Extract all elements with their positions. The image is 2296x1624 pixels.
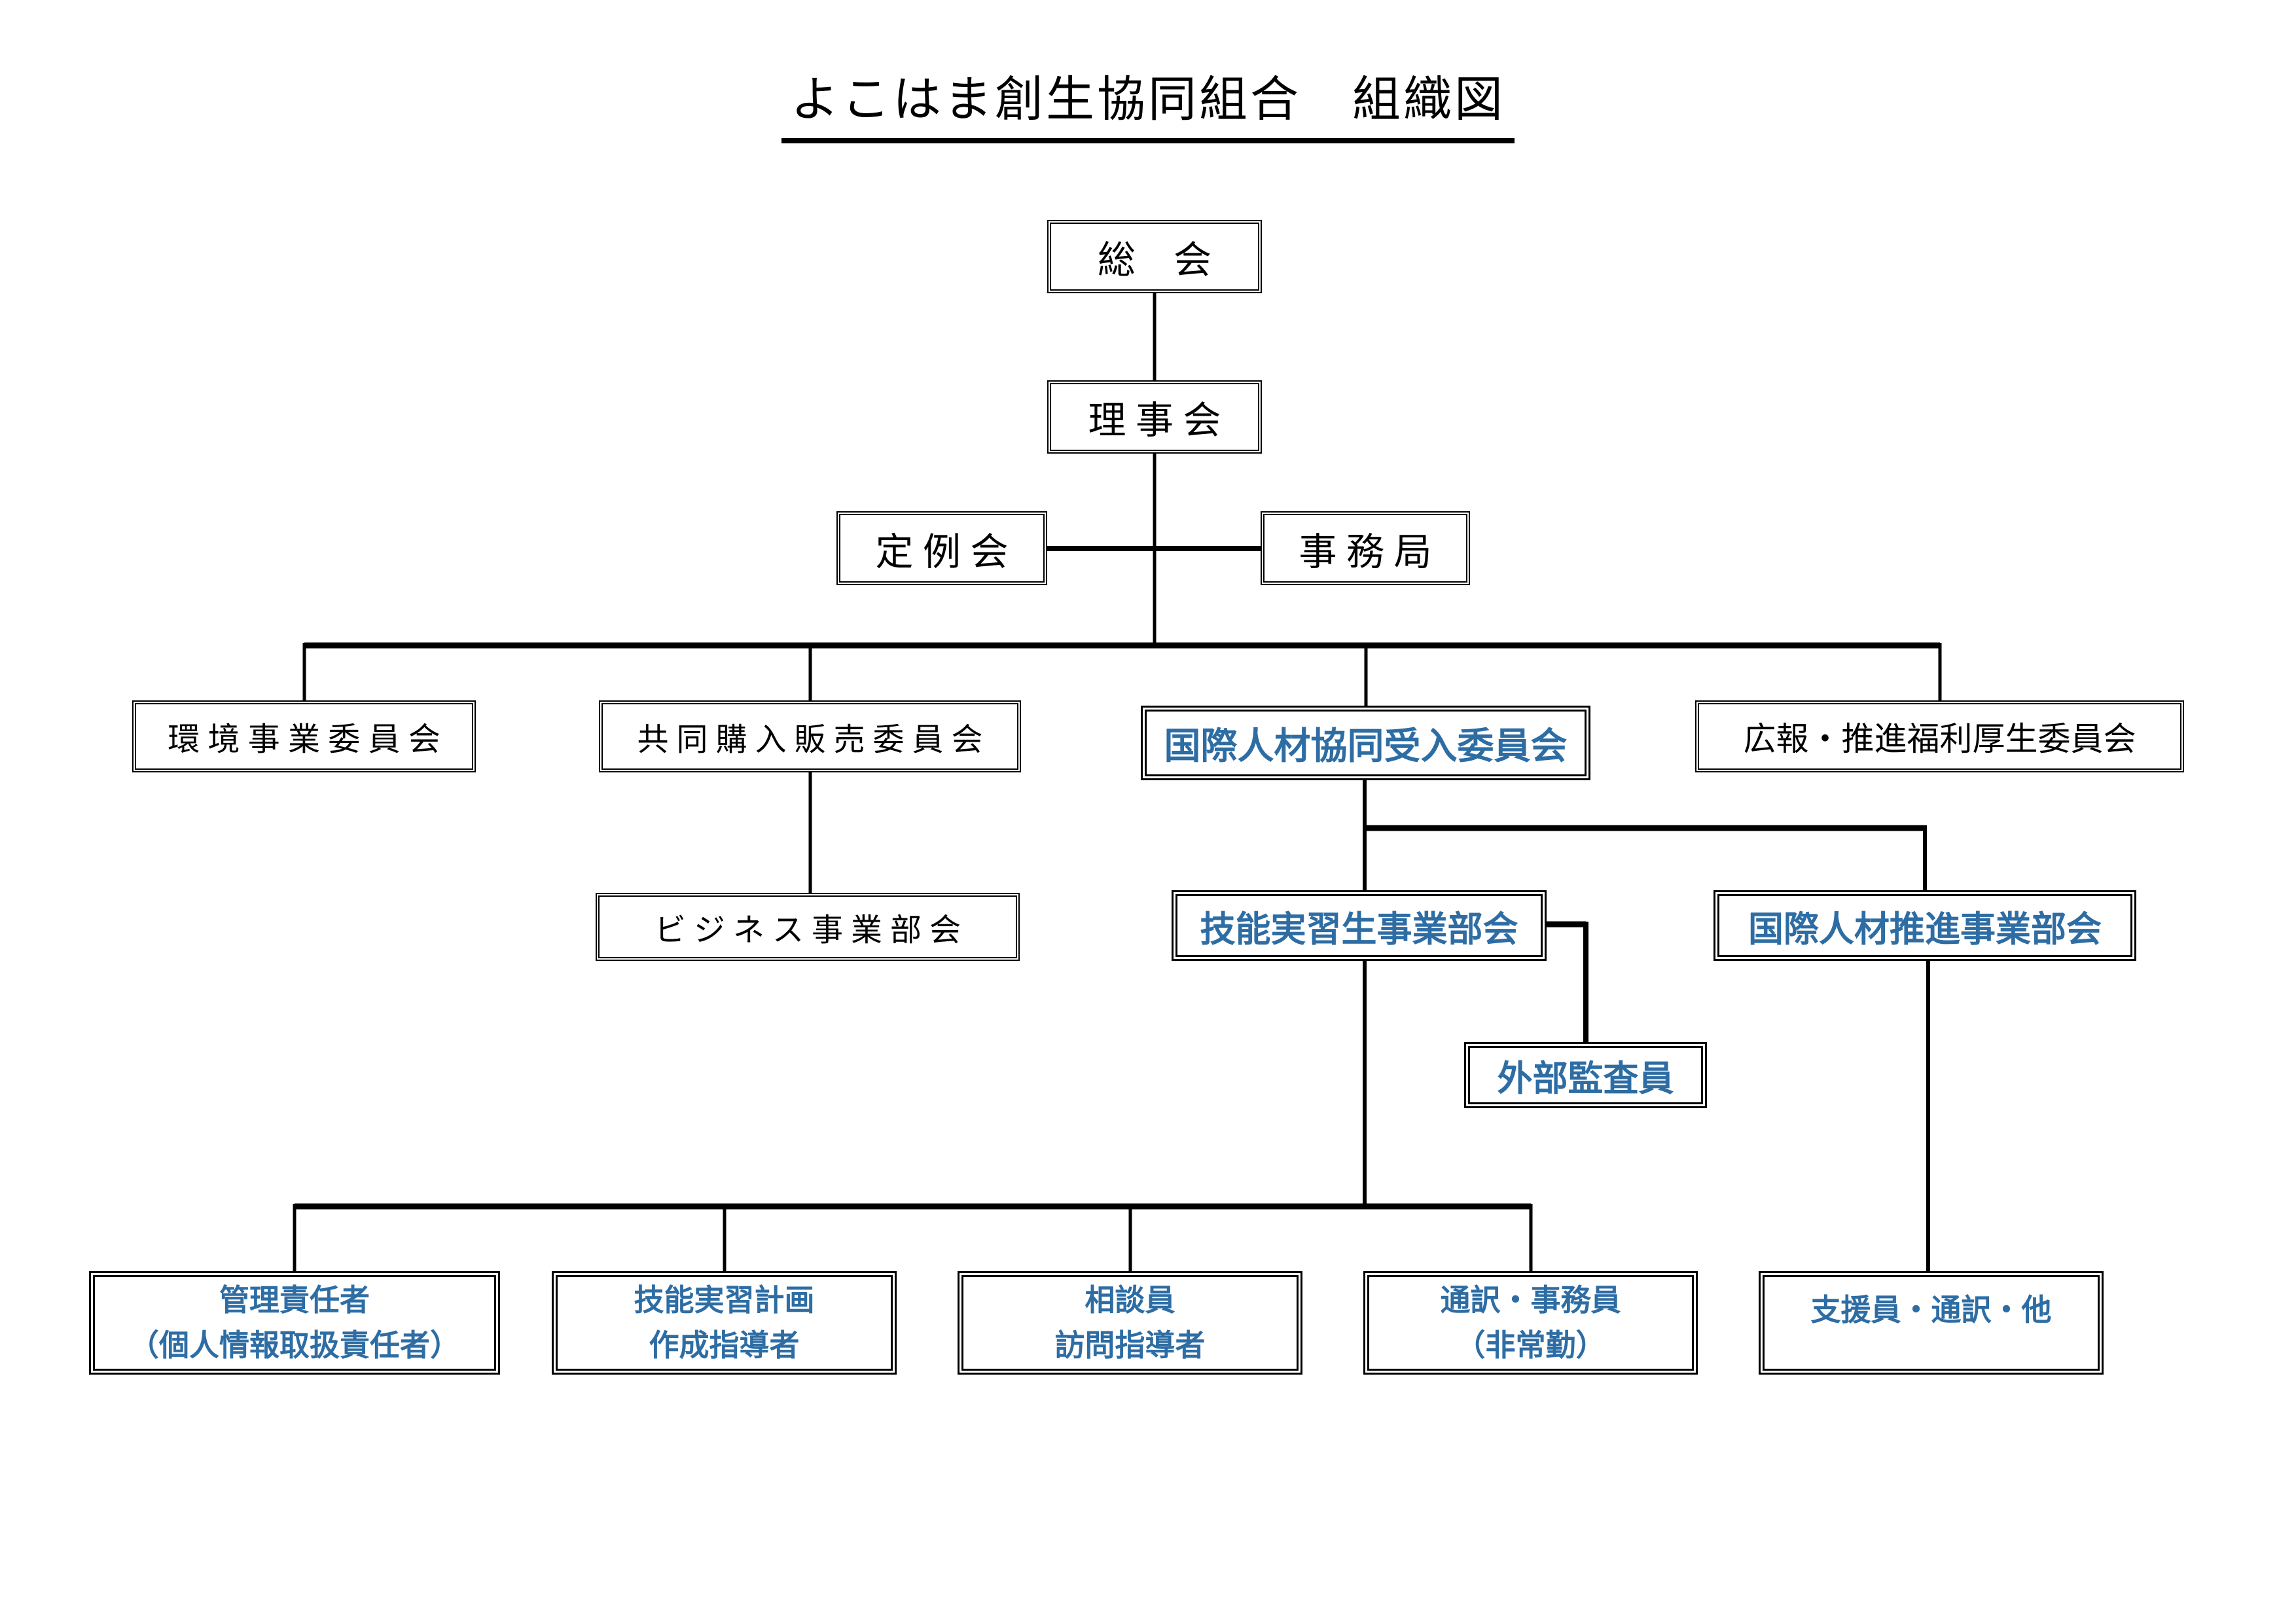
org-node-label: 管理責任者 （個人情報取扱責任者） xyxy=(129,1283,460,1362)
org-node-label: 支援員・通訳・他 xyxy=(1810,1293,2052,1327)
org-node-pr-welfare-committee: 広報・推進福利厚生委員会 xyxy=(1695,700,2184,772)
org-node-environment-committee: 環 境 事 業 委 員 会 xyxy=(132,700,476,772)
org-node-general-meeting: 総 会 xyxy=(1047,220,1262,293)
org-node-administration-manager: 管理責任者 （個人情報取扱責任者） xyxy=(89,1271,500,1375)
page-title: よこはま創生協同組合 組織図 xyxy=(781,60,1515,143)
org-node-label: 定 例 会 xyxy=(875,530,1009,573)
org-node-support-staff-interpreter-other: 支援員・通訳・他 xyxy=(1759,1271,2104,1375)
org-node-label: 相談員 訪問指導者 xyxy=(1054,1283,1206,1362)
org-node-interpreter-clerk: 通訳・事務員 （非常勤） xyxy=(1363,1271,1698,1375)
org-node-board-of-directors: 理 事 会 xyxy=(1047,380,1262,454)
org-node-international-hr-acceptance-committee: 国際人材協同受入委員会 xyxy=(1141,706,1590,780)
org-node-label: 技能実習計画 作成指導者 xyxy=(634,1283,815,1362)
org-node-joint-purchase-sales-committee: 共 同 購 入 販 売 委 員 会 xyxy=(599,700,1021,772)
org-node-international-hr-promotion-division: 国際人材推進事業部会 xyxy=(1713,890,2136,961)
org-node-label: 事 務 局 xyxy=(1299,530,1432,573)
org-node-label: ビ ジ ネ ス 事 業 部 会 xyxy=(654,913,961,948)
org-node-label: 広報・推進福利厚生委員会 xyxy=(1743,721,2136,757)
org-node-regular-meeting: 定 例 会 xyxy=(836,511,1047,585)
org-node-label: 理 事 会 xyxy=(1088,399,1221,442)
org-node-label: 共 同 購 入 販 売 委 員 会 xyxy=(637,723,983,757)
org-node-business-division: ビ ジ ネ ス 事 業 部 会 xyxy=(596,893,1020,961)
org-node-secretariat: 事 務 局 xyxy=(1261,511,1470,585)
org-node-label: 外部監査員 xyxy=(1497,1059,1674,1098)
org-node-label: 総 会 xyxy=(1097,239,1211,281)
org-node-label: 通訳・事務員 （非常勤） xyxy=(1440,1283,1621,1362)
org-node-label: 国際人材推進事業部会 xyxy=(1748,909,2102,949)
org-node-label: 環 境 事 業 委 員 会 xyxy=(168,721,440,757)
org-node-training-plan-instructor: 技能実習計画 作成指導者 xyxy=(552,1271,897,1375)
org-node-label: 技能実習生事業部会 xyxy=(1200,909,1518,949)
org-node-technical-intern-division: 技能実習生事業部会 xyxy=(1172,890,1547,961)
org-node-counselor-visiting-instructor: 相談員 訪問指導者 xyxy=(958,1271,1302,1375)
org-node-label: 国際人材協同受入委員会 xyxy=(1164,725,1568,767)
org-node-external-auditor: 外部監査員 xyxy=(1464,1042,1707,1108)
